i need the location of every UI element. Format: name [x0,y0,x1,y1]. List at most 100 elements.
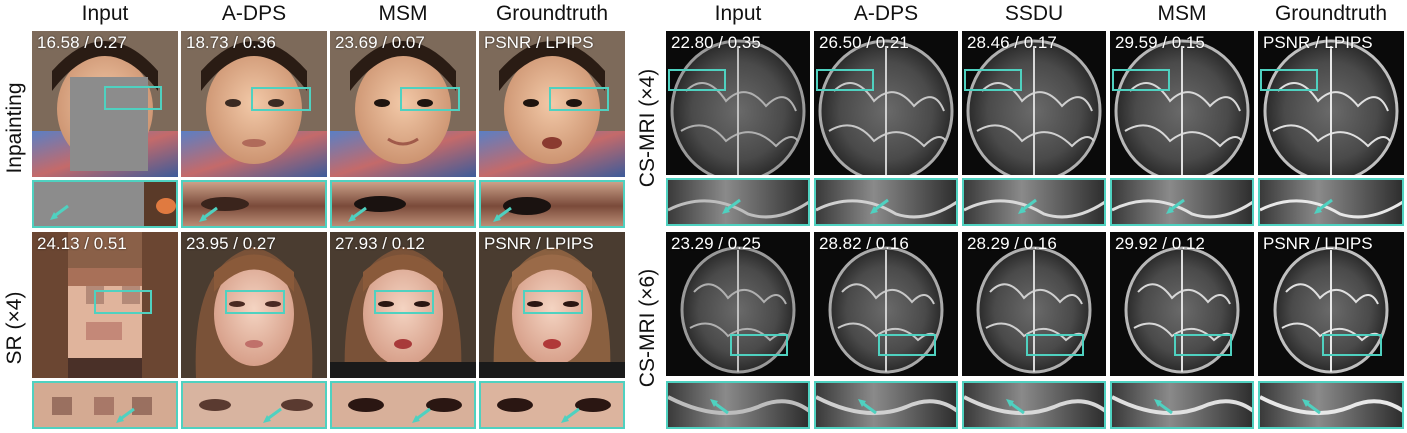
arrow-icon [561,407,580,423]
brain-mri-picture [1110,31,1254,175]
csmri4-ssdu-image: 28.46 / 0.17 [962,31,1106,175]
metric-label: 29.92 / 0.12 [1115,234,1205,253]
roi-box [549,87,609,111]
csmri4-adps-zoom [814,178,958,226]
arrow-icon [1166,198,1185,214]
metric-label: PSNR / LPIPS [1263,234,1373,253]
sr-input-image: 24.13 / 0.51 [32,232,178,378]
arrow-icon [858,399,877,415]
inpainting-groundtruth-image: PSNR / LPIPS [479,31,625,177]
metric-label: 23.29 / 0.25 [671,234,761,253]
metric-label: 28.29 / 0.16 [967,234,1057,253]
roi-box [251,87,311,111]
brain-mri-picture [666,31,810,175]
arrow-icon [493,206,512,222]
csmri4-msm-image: 29.59 / 0.15 [1110,31,1254,175]
col-header-msm-left: MSM [378,2,428,25]
sr-adps-zoom [181,381,327,429]
boy-face-picture [479,31,625,177]
roi-box [1026,334,1084,356]
csmri6-input-image: 23.29 / 0.25 [666,232,810,376]
brain-mri-picture [962,31,1106,175]
inpainting-adps-zoom [181,180,327,228]
brain-mri-picture [814,232,958,376]
csmri6-ssdu-image: 28.29 / 0.16 [962,232,1106,376]
inpainting-groundtruth-zoom [479,180,625,228]
csmri6-groundtruth-zoom [1258,381,1404,429]
metric-label: 28.82 / 0.16 [819,234,909,253]
arrow-icon [1006,399,1025,415]
sr-msm-zoom [330,381,476,429]
csmri6-adps-image: 28.82 / 0.16 [814,232,958,376]
sr-groundtruth-image: PSNR / LPIPS [479,232,625,378]
arrow-icon [50,204,69,220]
csmri6-groundtruth-image: PSNR / LPIPS [1258,232,1404,376]
metric-label: 29.59 / 0.15 [1115,33,1205,52]
csmri6-ssdu-zoom [962,381,1106,429]
pixelated-face-picture [32,232,178,378]
arrow-icon [870,198,889,214]
roi-box [225,290,285,314]
sr-groundtruth-zoom [479,381,625,429]
csmri4-groundtruth-zoom [1258,178,1404,226]
csmri4-input-zoom [666,178,810,226]
csmri4-ssdu-zoom [962,178,1106,226]
csmri4-msm-zoom [1110,178,1254,226]
roi-box [374,290,434,314]
col-header-input-left: Input [81,2,129,25]
col-header-ssdu-right: SSDU [1004,2,1064,25]
inpainting-msm-zoom [330,180,476,228]
arrow-icon [116,407,135,423]
roi-box [1174,334,1232,356]
inpainting-adps-image: 18.73 / 0.36 [181,31,327,177]
roi-box [816,69,874,91]
woman-face-picture [479,232,625,378]
csmri4-adps-image: 26.50 / 0.21 [814,31,958,175]
metric-label: PSNR / LPIPS [1263,33,1373,52]
arrow-icon [263,407,282,423]
metric-label: 26.50 / 0.21 [819,33,909,52]
row-label-csmri-x4: CS-MRI (×4) [636,68,659,188]
roi-box [668,69,726,91]
col-header-groundtruth-left: Groundtruth [495,2,609,25]
inpainting-msm-image: 23.69 / 0.07 [330,31,476,177]
csmri6-msm-zoom [1110,381,1254,429]
col-header-groundtruth-right: Groundtruth [1274,2,1388,25]
inpainting-input-zoom [32,180,178,228]
woman-face-picture [330,232,476,378]
sr-msm-image: 27.93 / 0.12 [330,232,476,378]
metric-label: 27.93 / 0.12 [335,234,425,253]
brain-mri-picture [1110,232,1254,376]
metric-label: 23.69 / 0.07 [335,33,425,52]
arrow-icon [1154,399,1173,415]
roi-box [523,290,583,314]
arrow-icon [348,206,367,222]
roi-box [1112,69,1170,91]
metric-label: 16.58 / 0.27 [37,33,127,52]
col-header-adps-right: A-DPS [853,2,919,25]
row-label-inpainting: Inpainting [3,82,26,174]
inpainting-input-image: 16.58 / 0.27 [32,31,178,177]
col-header-msm-right: MSM [1157,2,1207,25]
col-header-adps-left: A-DPS [221,2,287,25]
col-header-input-right: Input [714,2,762,25]
metric-label: 24.13 / 0.51 [37,234,127,253]
csmri4-groundtruth-image: PSNR / LPIPS [1258,31,1404,175]
csmri6-adps-zoom [814,381,958,429]
boy-face-picture [330,31,476,177]
metric-label: 23.95 / 0.27 [186,234,276,253]
roi-box [104,86,162,110]
arrow-icon [1314,198,1333,214]
roi-box [878,334,936,356]
arrow-icon [199,206,218,222]
row-label-csmri-x6: CS-MRI (×6) [636,268,659,388]
roi-box [730,334,788,356]
roi-box [400,87,460,111]
metric-label: PSNR / LPIPS [484,33,594,52]
csmri6-input-zoom [666,381,810,429]
arrow-icon [710,399,729,415]
brain-mri-picture [814,31,958,175]
metric-label: PSNR / LPIPS [484,234,594,253]
sr-adps-image: 23.95 / 0.27 [181,232,327,378]
metric-label: 28.46 / 0.17 [967,33,1057,52]
